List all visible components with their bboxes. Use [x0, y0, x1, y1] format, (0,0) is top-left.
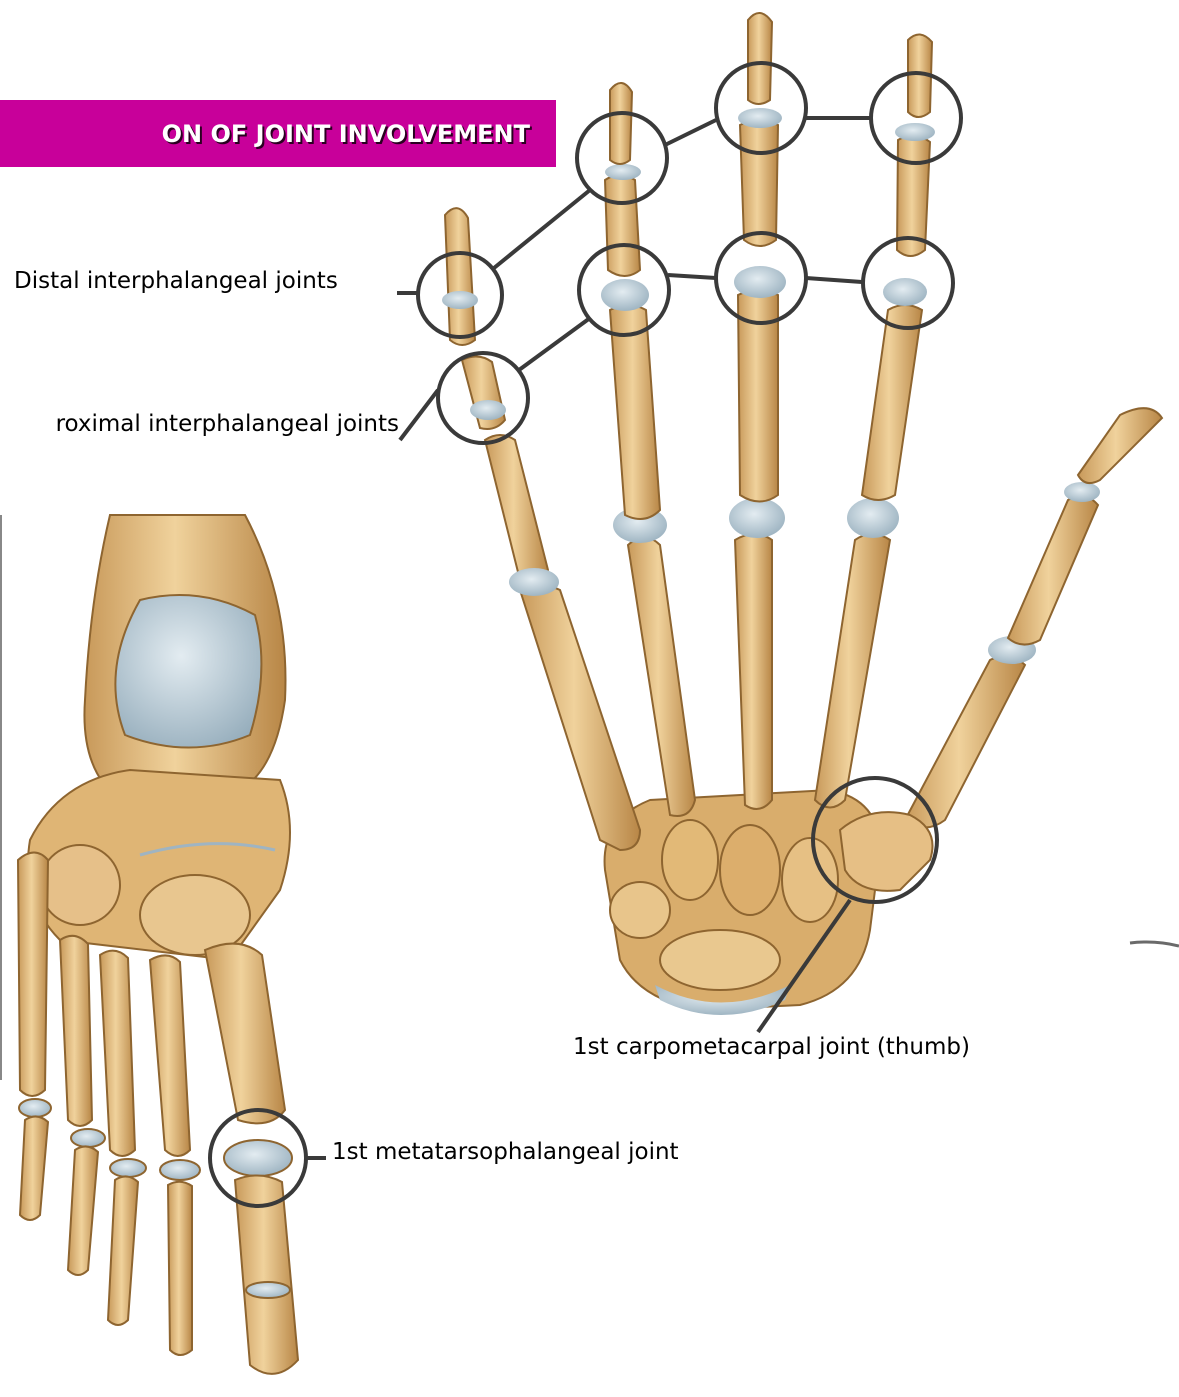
- mtp-cartilage: [160, 1160, 200, 1180]
- toe-4: [68, 1146, 98, 1275]
- cartilage: [605, 164, 641, 180]
- cartilage: [470, 400, 506, 420]
- talar-cartilage: [115, 595, 261, 748]
- cartilage: [442, 291, 478, 309]
- connector-line: [668, 275, 716, 278]
- proximal-phalanx-5: [485, 435, 548, 581]
- metatarsal-1: [205, 944, 285, 1124]
- middle-phalanx-4: [605, 175, 640, 276]
- proximal-phalanx-2: [862, 305, 922, 500]
- carpal-bone: [610, 882, 670, 938]
- carpal-bone: [720, 825, 780, 915]
- mtp-cartilage: [19, 1099, 51, 1117]
- connector-line: [519, 318, 590, 370]
- cartilage: [738, 108, 782, 128]
- metacarpal-5: [520, 585, 640, 850]
- cartilage: [601, 279, 649, 311]
- title-banner: ON OF JOINT INVOLVEMENT: [0, 100, 556, 167]
- middle-phalanx-3: [740, 120, 778, 246]
- cartilage: [246, 1282, 290, 1298]
- label-proximal-interphalangeal: roximal interphalangeal joints: [56, 411, 399, 437]
- cartilage: [509, 568, 559, 596]
- cartilage: [729, 498, 785, 538]
- mtp-cartilage-1: [224, 1140, 292, 1176]
- cartilage: [847, 498, 899, 538]
- cuboid: [40, 845, 120, 925]
- metatarsal-3: [100, 951, 135, 1156]
- cartilage: [1064, 482, 1100, 502]
- distal-phalanx-5: [445, 208, 475, 345]
- label-distal-interphalangeal: Distal interphalangeal joints: [14, 268, 338, 294]
- cartilage: [883, 278, 927, 306]
- distal-phalanx-4: [610, 83, 632, 164]
- mtp-cartilage: [110, 1159, 146, 1177]
- distal-phalanx-1: [1078, 408, 1162, 483]
- label-first-metatarsophalangeal: 1st metatarsophalangeal joint: [332, 1139, 679, 1165]
- proximal-phalanx-4: [610, 305, 660, 519]
- cartilage: [895, 123, 935, 141]
- metatarsal-2: [150, 955, 190, 1156]
- distal-phalanx-3: [748, 13, 772, 104]
- mtp-cartilage: [71, 1129, 105, 1147]
- label-first-carpometacarpal: 1st carpometacarpal joint (thumb): [573, 1034, 970, 1060]
- connector-line: [665, 120, 716, 145]
- toe-3: [108, 1176, 138, 1325]
- toe-5: [20, 1116, 48, 1220]
- metacarpal-3: [735, 534, 772, 809]
- cartilage: [734, 266, 786, 298]
- connector-line: [494, 190, 590, 268]
- proximal-phalanx-1: [1008, 496, 1098, 645]
- leader-line-proximal: [400, 390, 438, 440]
- page-title: ON OF JOINT INVOLVEMENT: [162, 120, 530, 148]
- metacarpal-2: [815, 534, 890, 808]
- metatarsal-4: [60, 936, 92, 1126]
- trapezium: [840, 812, 933, 891]
- carpal-bone: [660, 930, 780, 990]
- metacarpal-4: [628, 538, 695, 817]
- foot-skeleton: [18, 515, 298, 1374]
- metatarsal-5: [18, 853, 48, 1097]
- toe-2: [168, 1182, 192, 1355]
- connector-line: [806, 278, 862, 282]
- carpal-bone: [662, 820, 718, 900]
- stray-mark: [1130, 942, 1179, 946]
